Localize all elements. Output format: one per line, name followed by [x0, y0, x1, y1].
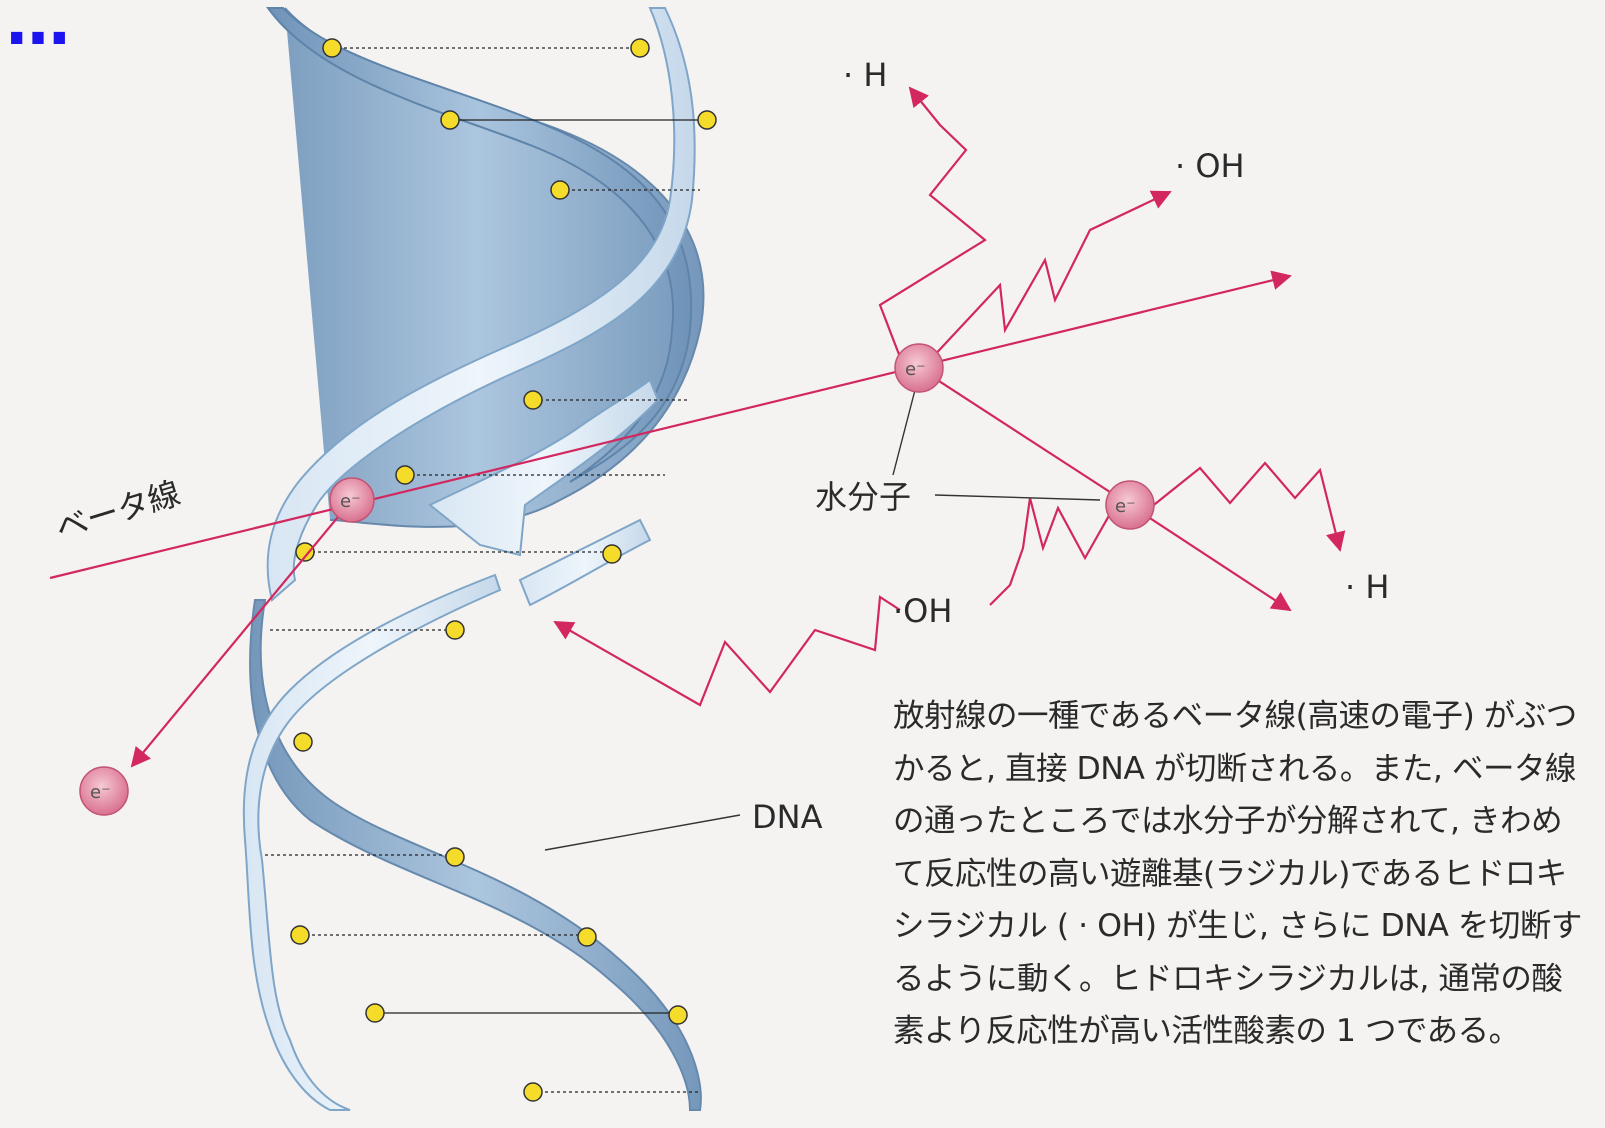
oh-radical-path-to-dna	[555, 597, 900, 705]
nucleotide-dot	[291, 926, 309, 944]
nucleotide-dot	[698, 111, 716, 129]
electron-particle: e⁻	[330, 478, 374, 522]
h-radical-path-top	[880, 88, 985, 370]
explanation-caption: 放射線の一種であるベータ線(高速の電子) がぶつかると, 直接 DNA が切断さ…	[893, 690, 1593, 1058]
nucleotide-dot	[551, 181, 569, 199]
dna-label: DNA	[752, 798, 823, 836]
nucleotide-dot	[323, 39, 341, 57]
nucleotide-dot	[524, 1083, 542, 1101]
h-radical-label-top: · H	[843, 56, 887, 94]
nucleotide-dot	[446, 621, 464, 639]
oh-radical-label-top: · OH	[1175, 147, 1245, 185]
nucleotide-dot	[578, 928, 596, 946]
nucleotide-dot	[366, 1004, 384, 1022]
beta-ray-label: ベータ線	[51, 474, 185, 548]
electron-particle: e⁻	[80, 767, 128, 815]
page-title: …	[6, 0, 70, 60]
electron-particle: e⁻	[1106, 481, 1154, 529]
svg-text:e⁻: e⁻	[90, 782, 111, 803]
nucleotide-dot	[524, 391, 542, 409]
nucleotide-dot	[294, 733, 312, 751]
nucleotide-dot	[603, 545, 621, 563]
water-molecule-label: 水分子	[815, 478, 911, 516]
oh-radical-label-mid: ·OH	[893, 592, 952, 630]
svg-text:e⁻: e⁻	[340, 491, 361, 512]
svg-text:e⁻: e⁻	[1115, 496, 1136, 517]
nucleotide-dot	[669, 1006, 687, 1024]
nucleotide-dot	[631, 39, 649, 57]
h-radical-label-right: · H	[1345, 568, 1389, 606]
scattered-electron-path	[132, 500, 352, 766]
dna-helix	[244, 8, 716, 1110]
nucleotide-dot	[396, 466, 414, 484]
dna-strand-back	[250, 8, 703, 1110]
nucleotide-dot	[441, 111, 459, 129]
svg-text:e⁻: e⁻	[905, 359, 926, 380]
electron-exit-path	[1130, 505, 1290, 610]
nucleotide-dot	[446, 848, 464, 866]
electron-particle: e⁻	[895, 344, 943, 392]
